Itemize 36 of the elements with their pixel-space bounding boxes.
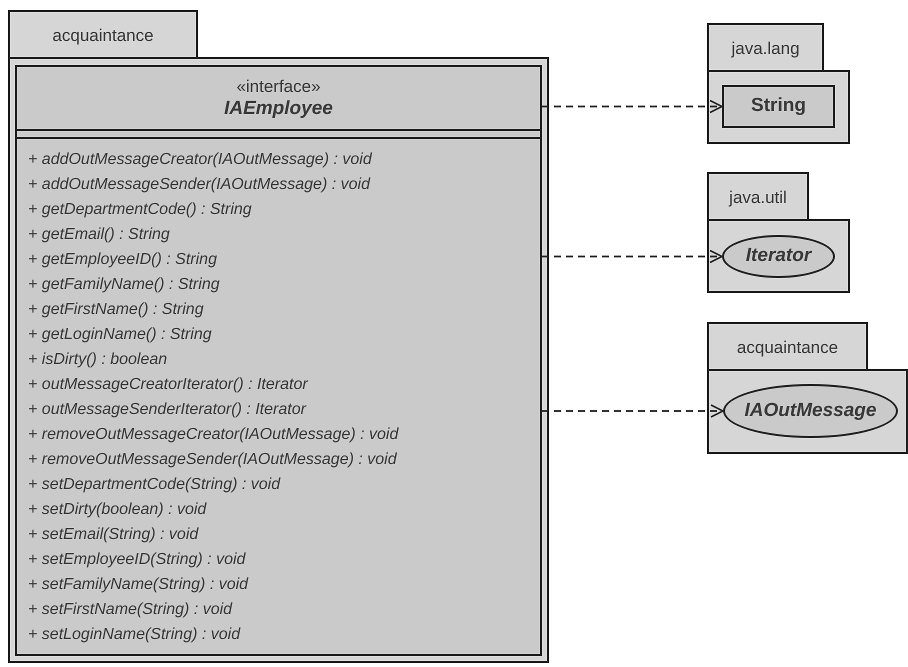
package-symbol: [707, 23, 850, 144]
operation-text: + getEmployeeID() : String: [28, 250, 217, 270]
operation-text: + setEmployeeID(String) : void: [28, 550, 246, 570]
class-box: [722, 85, 835, 128]
package-symbol: [707, 322, 908, 454]
dependency-arrow: [542, 404, 724, 418]
interface-name: IAOutMessage: [744, 398, 876, 423]
operation-text: + removeOutMessageCreator(IAOutMessage) : void: [28, 425, 398, 445]
operation-text: + getFirstName() : String: [28, 300, 204, 320]
class-name: IAEmployee: [224, 96, 333, 120]
operation-text: + outMessageCreatorIterator() : Iterator: [28, 375, 308, 395]
operation-text: + getEmail() : String: [28, 225, 170, 245]
operation-text: + setDepartmentCode(String) : void: [28, 475, 280, 495]
class-name: String: [751, 94, 806, 118]
operation-text: + setEmail(String) : void: [28, 525, 198, 545]
operation-text: + getDepartmentCode() : String: [28, 200, 252, 220]
package-tab: java.util: [707, 172, 809, 221]
operation-text: + outMessageSenderIterator() : Iterator: [28, 400, 306, 420]
package-tab: acquaintance: [8, 10, 198, 59]
package-tab: acquaintance: [707, 322, 868, 371]
operation-text: + removeOutMessageSender(IAOutMessage) : void: [28, 450, 397, 470]
operation-text: + isDirty() : boolean: [28, 350, 168, 370]
stereotype-label: «interface»: [236, 76, 321, 97]
dependency-arrow: [542, 250, 723, 264]
operation-text: + addOutMessageSender(IAOutMessage) : void: [28, 175, 370, 195]
interface-name: Iterator: [746, 244, 812, 268]
operation-text: + getLoginName() : String: [28, 325, 212, 345]
package-tab: java.lang: [707, 23, 824, 72]
dependency-arrow: [542, 100, 723, 114]
operation-text: + setFirstName(String) : void: [28, 600, 232, 620]
operation-text: + setLoginName(String) : void: [28, 625, 240, 645]
package-symbol: [707, 172, 850, 293]
operation-text: + getFamilyName() : String: [28, 275, 220, 295]
operation-text: + setDirty(boolean) : void: [28, 500, 206, 520]
operation-text: + addOutMessageCreator(IAOutMessage) : void: [28, 150, 372, 170]
operation-text: + setFamilyName(String) : void: [28, 575, 248, 595]
